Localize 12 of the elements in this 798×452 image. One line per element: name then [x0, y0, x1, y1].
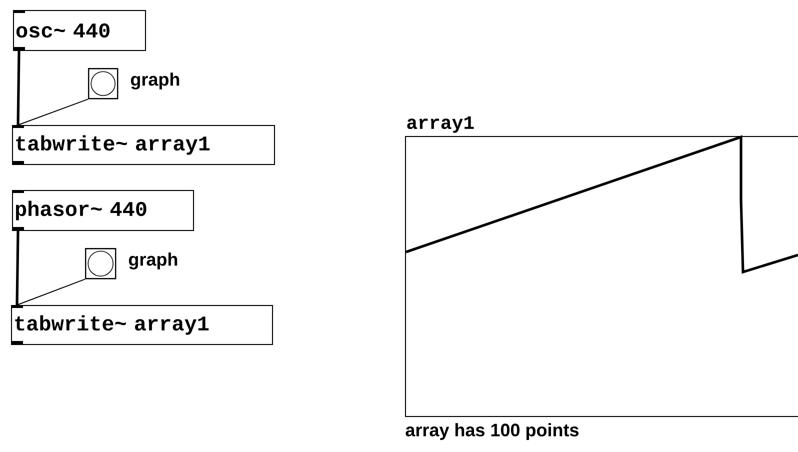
object-box: phasor~ 440 — [12, 190, 194, 231]
object-box: osc~ 440 — [13, 10, 146, 51]
bang-label: graph — [128, 252, 178, 270]
connection-line — [16, 230, 20, 306]
caption-text: array has 100 points — [406, 423, 579, 440]
bang-label: graph — [130, 72, 180, 90]
object-box: tabwrite~ array1 — [11, 305, 273, 345]
connection-line — [16, 278, 86, 306]
object-box: tabwrite~ array1 — [12, 125, 275, 165]
array-graph: array1 — [405, 116, 798, 417]
connection-line — [16, 50, 20, 126]
connection-line — [18, 98, 88, 126]
